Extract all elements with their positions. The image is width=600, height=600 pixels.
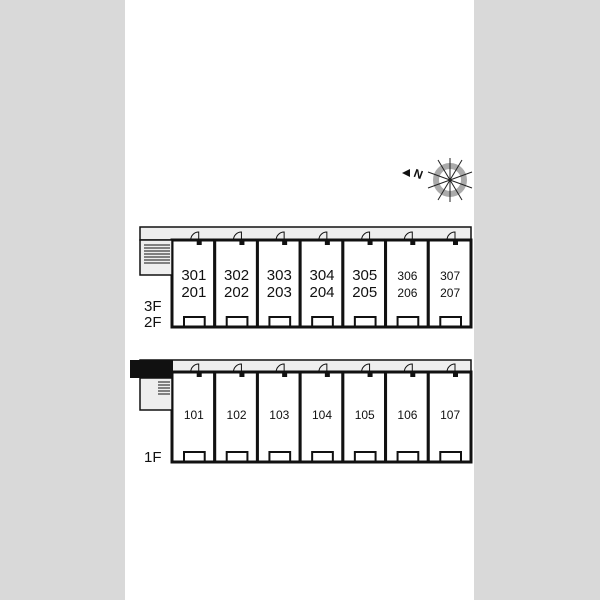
balcony <box>225 451 249 463</box>
meter-box <box>239 240 245 245</box>
unit-number: 105 <box>355 408 375 422</box>
unit-number: 102 <box>227 408 247 422</box>
unit-number-top: 307 <box>440 269 460 283</box>
balcony <box>268 316 292 328</box>
door-icon <box>232 363 242 373</box>
unit-number: 103 <box>269 408 289 422</box>
corridor <box>139 226 472 241</box>
left-margin <box>0 0 125 600</box>
staircase <box>139 239 173 276</box>
balcony <box>439 451 462 463</box>
unit-number-top: 303 <box>267 267 292 284</box>
unit-number: 101 <box>184 408 204 422</box>
door-icon <box>232 231 242 241</box>
balcony <box>311 316 334 328</box>
door-icon <box>361 363 371 373</box>
balcony <box>353 316 377 328</box>
balcony <box>353 451 377 463</box>
meter-box <box>239 372 245 377</box>
unit-number-bottom: 205 <box>352 284 377 301</box>
unit-number-bottom: 206 <box>397 286 417 300</box>
unit-number: 104 <box>312 408 332 422</box>
meter-box <box>367 240 373 245</box>
door-icon <box>446 363 456 373</box>
compass-icon: N <box>402 158 473 202</box>
meter-box <box>324 372 330 377</box>
unit-number-bottom: 204 <box>309 284 334 301</box>
staircase <box>130 360 173 411</box>
meter-box <box>282 372 288 377</box>
floor-label-2f: 2F <box>144 314 162 331</box>
unit: 107 <box>426 363 473 464</box>
door-icon <box>403 231 413 241</box>
unit: 101 <box>170 363 217 464</box>
north-label: N <box>412 166 425 182</box>
upper-building: 3012013022023032033042043052053062063072… <box>139 226 473 329</box>
unit-number: 106 <box>397 408 417 422</box>
meter-box <box>410 240 416 245</box>
door-icon <box>318 363 328 373</box>
door-icon <box>275 231 285 241</box>
balcony <box>311 451 334 463</box>
door-icon <box>318 231 328 241</box>
unit-number-bottom: 202 <box>224 284 249 301</box>
door-icon <box>403 363 413 373</box>
corridor <box>139 359 472 373</box>
unit-number-top: 306 <box>397 269 417 283</box>
door-icon <box>190 231 200 241</box>
unit: 102 <box>213 363 259 464</box>
meter-box <box>453 372 458 377</box>
meter-box <box>196 240 202 245</box>
balcony <box>396 316 420 328</box>
unit-number-bottom: 203 <box>267 284 292 301</box>
unit-number-top: 305 <box>352 267 377 284</box>
right-margin <box>474 0 600 600</box>
balcony <box>439 316 462 328</box>
unit-number: 107 <box>440 408 460 422</box>
unit: 103 <box>255 363 302 464</box>
door-icon <box>190 363 200 373</box>
unit-number-top: 302 <box>224 267 249 284</box>
unit: 106 <box>384 363 430 464</box>
unit-number-top: 304 <box>309 267 334 284</box>
balcony <box>225 316 249 328</box>
door-icon <box>361 231 371 241</box>
floor-label-3f: 3F <box>144 298 162 315</box>
meter-box <box>324 240 330 245</box>
meter-box <box>196 372 202 377</box>
balcony <box>183 451 206 463</box>
balcony <box>268 451 292 463</box>
door-icon <box>446 231 456 241</box>
unit-number-bottom: 207 <box>440 286 460 300</box>
unit-number-bottom: 201 <box>181 284 206 301</box>
balcony <box>183 316 206 328</box>
meter-box <box>410 372 416 377</box>
lower-building: 101 102 103 104 105 106 107 <box>130 359 473 464</box>
meter-box <box>282 240 288 245</box>
meter-box <box>453 240 458 245</box>
floor-label-1f: 1F <box>144 449 162 466</box>
door-icon <box>275 363 285 373</box>
unit: 105 <box>341 363 388 464</box>
unit: 104 <box>298 363 345 464</box>
unit-number-top: 301 <box>181 267 206 284</box>
meter-box <box>367 372 373 377</box>
balcony <box>396 451 420 463</box>
